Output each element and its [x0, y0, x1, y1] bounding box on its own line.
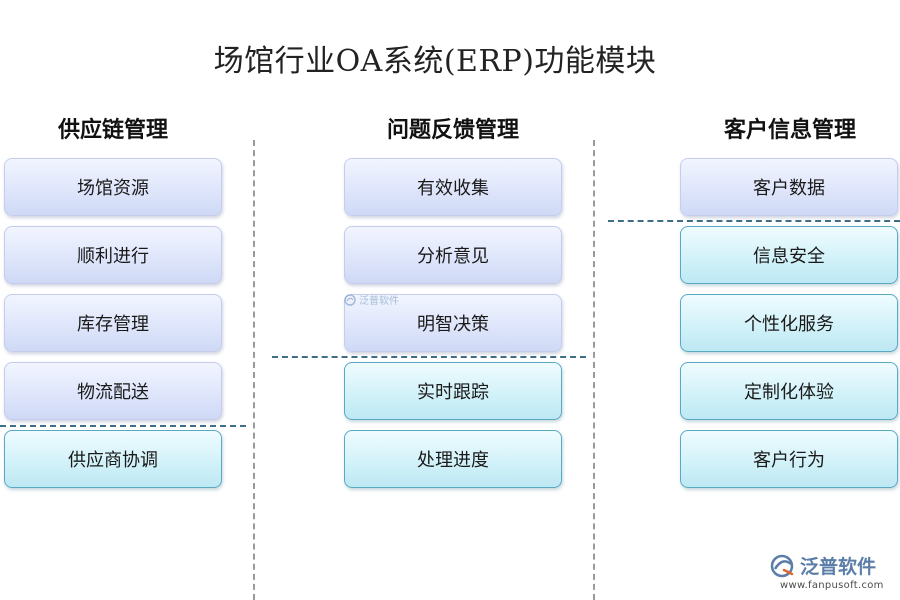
group-divider-feedback	[272, 356, 586, 358]
brand-logo-text: 泛普软件	[800, 556, 877, 578]
module-box: 明智决策	[344, 294, 562, 352]
brand-logo-icon	[770, 554, 794, 577]
column-separator-right	[593, 140, 595, 600]
module-box: 顺利进行	[4, 226, 222, 284]
module-box: 客户数据	[680, 158, 898, 216]
watermark: 泛普软件	[344, 292, 399, 307]
module-box: 个性化服务	[680, 294, 898, 352]
column-heading-customer-info: 客户信息管理	[723, 117, 856, 143]
module-box: 库存管理	[4, 294, 222, 352]
module-box: 客户行为	[680, 430, 898, 488]
module-box: 场馆资源	[4, 158, 222, 216]
module-box: 定制化体验	[680, 362, 898, 420]
group-divider-supply-chain	[0, 425, 246, 427]
module-box: 处理进度	[344, 430, 562, 488]
module-box: 信息安全	[680, 226, 898, 284]
watermark-logo-icon	[344, 293, 356, 306]
module-box: 实时跟踪	[344, 362, 562, 420]
column-heading-supply-chain: 供应链管理	[57, 117, 168, 143]
column-heading-feedback: 问题反馈管理	[386, 117, 519, 143]
module-box: 有效收集	[344, 158, 562, 216]
column-separator-left	[253, 140, 255, 600]
watermark-text: 泛普软件	[359, 296, 399, 307]
diagram-title: 场馆行业OA系统(ERP)功能模块	[213, 44, 657, 79]
brand-logo: 泛普软件	[770, 552, 876, 579]
group-divider-customer-info	[608, 220, 900, 222]
brand-url: www.fanpusoft.com	[780, 580, 884, 591]
module-box: 物流配送	[4, 362, 222, 420]
module-box: 分析意见	[344, 226, 562, 284]
module-box: 供应商协调	[4, 430, 222, 488]
